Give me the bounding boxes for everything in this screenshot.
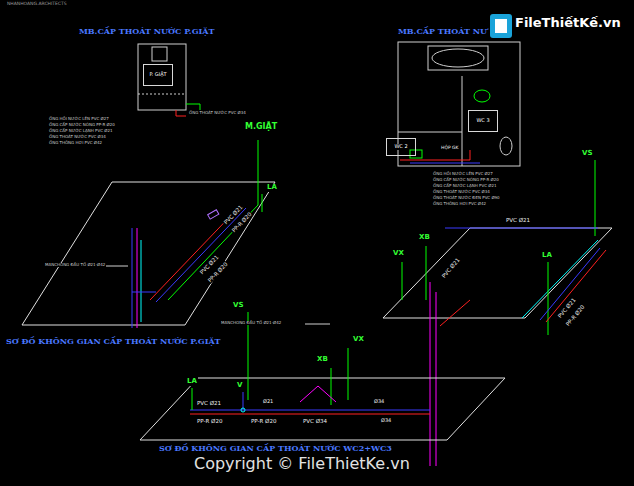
supply-pipe xyxy=(243,392,244,410)
room-label: WC 2 xyxy=(393,144,408,150)
pipe-label: PP-R Ø20 xyxy=(250,418,277,424)
logo-text: FileThiếtKế.vn xyxy=(514,16,622,30)
pipe-note: ỐNG THÔNG HƠI PVC Ø42 xyxy=(48,141,103,145)
drain-pipe xyxy=(192,388,193,410)
supply-pipe xyxy=(190,410,430,411)
supply-pipe xyxy=(440,300,470,326)
plan-title: MB.CẤP THOÁT NƯ xyxy=(397,27,488,36)
room-box: WC 2 xyxy=(386,138,416,156)
basin-symbol xyxy=(410,150,422,158)
supply-pipe xyxy=(540,248,600,320)
drain-pipe xyxy=(331,368,332,405)
pipe-label: Ø34 xyxy=(373,399,385,405)
watermark: Copyright © FileThietKe.vn xyxy=(193,455,411,473)
pipe-note: MANCHONG ĐẦU TỐ Ø21-Ø42 xyxy=(220,321,282,325)
partition-wall xyxy=(398,76,462,166)
pipe-label: PP-R Ø20 xyxy=(196,418,223,424)
basin-symbol xyxy=(474,90,490,102)
pipe-note: ỐNG THOÁT NƯỚC PVC Ø34 xyxy=(188,111,247,115)
fixture-tag: M.GIẶT xyxy=(244,123,278,132)
diagram-title: SƠ ĐỒ KHÔNG GIAN CẤP THOÁT NƯỚC P.GIẶT xyxy=(5,337,222,346)
room-box: P. GIẶT xyxy=(143,64,173,86)
fixture-tag: VX xyxy=(352,336,365,344)
drain-pipe xyxy=(548,262,549,335)
riser-pipe xyxy=(137,228,138,328)
pipe-note: ỐNG HỒI NƯỚC LÊN PVC Ø27 xyxy=(48,117,110,121)
logo-icon xyxy=(490,14,512,38)
toilet-symbol xyxy=(500,137,512,155)
laundry-isometric xyxy=(22,140,275,328)
supply-pipe xyxy=(445,228,598,229)
pipe-label: PVC Ø21 xyxy=(505,217,531,223)
pipe-note: ỐNG CẤP NƯỚC NÓNG PP-R Ø20 xyxy=(48,123,116,127)
pipe-note: ỐNG HỒI NƯỚC LÊN PVC Ø27 xyxy=(432,172,494,176)
pipe-note: ỐNG CẤP NƯỚC NÓNG PP-R Ø20 xyxy=(432,178,500,182)
drain-pipe xyxy=(402,262,403,300)
bathtub-symbol xyxy=(428,46,488,70)
bathtub-symbol xyxy=(432,49,484,67)
fixture-tag: XB xyxy=(316,356,329,364)
room-box: WC 3 xyxy=(468,110,498,132)
pipe-note: ỐNG CẤP NƯỚC LẠNH PVC Ø21 xyxy=(432,184,498,188)
pipe-note: ỐNG THÔNG HƠI PVC Ø42 xyxy=(432,202,487,206)
pipe-label: Ø21 xyxy=(262,399,274,405)
laundry-plan xyxy=(138,44,200,116)
supply-pipe xyxy=(176,110,186,116)
drain-pipe xyxy=(186,104,200,110)
drain-pipe xyxy=(348,348,349,400)
floor-plane xyxy=(140,378,505,440)
fixture-tag: LA xyxy=(186,378,198,386)
floor-plane xyxy=(383,228,612,318)
pipe-note: ỐNG CẤP NƯỚC LẠNH PVC Ø21 xyxy=(48,129,114,133)
firm-name: NHANHOANG.ARCHITECTS xyxy=(6,2,68,7)
supply-pipe xyxy=(156,208,246,302)
plan-title: MB.CẤP THOÁT NƯỚC P.GIẶT xyxy=(78,27,215,36)
leader-line xyxy=(305,324,330,325)
pipe-note: ỐNG THOÁT NƯỚC ĐEN PVC Ø90 xyxy=(432,196,501,200)
drain-pipe xyxy=(426,246,427,300)
fixture-tag: XB xyxy=(418,234,431,242)
fixture-tag: LA xyxy=(541,252,553,260)
diagram-title: SƠ ĐỒ KHÔNG GIAN CẤP THOÁT NƯỚC WC2+WC3 xyxy=(158,444,393,453)
drain-pipe xyxy=(595,160,596,236)
door-line xyxy=(138,94,186,95)
washer-symbol xyxy=(152,47,167,61)
pipe-label: Ø34 xyxy=(380,418,392,424)
room-wall xyxy=(398,42,520,166)
fixture-tag: V xyxy=(236,382,243,390)
valve-symbol xyxy=(241,408,245,412)
room-label: HỘP GK xyxy=(440,146,460,151)
supply-pipe xyxy=(400,150,470,160)
pipe-label: PVC Ø34 xyxy=(302,418,328,424)
valve-symbol xyxy=(208,210,219,219)
supply-pipe xyxy=(190,414,430,415)
pipe-label: PVC Ø21 xyxy=(196,400,222,406)
supply-pipe xyxy=(410,163,480,164)
wc-isometric-lower xyxy=(140,312,505,440)
pipe-note: MANCHONG ĐẦU TỐ Ø21-Ø42 xyxy=(44,263,106,267)
fixture-tag: VS xyxy=(581,150,593,158)
wc-isometric xyxy=(305,160,612,466)
floor-plane xyxy=(22,182,275,325)
riser-pipe xyxy=(132,228,133,328)
logo-icon xyxy=(490,14,512,38)
logo-icon xyxy=(495,19,507,33)
vent-pipe xyxy=(300,386,336,402)
fixture-tag: LA xyxy=(266,184,278,192)
pipe-note: ỐNG THOÁT NƯỚC PVC Ø34 xyxy=(432,190,491,194)
room-label: P. GIẶT xyxy=(148,72,167,78)
pipe-note: ỐNG THOÁT NƯỚC PVC Ø34 xyxy=(48,135,107,139)
supply-pipe xyxy=(132,292,156,293)
wc-plan xyxy=(398,42,520,166)
fixture-tag: VS xyxy=(232,302,244,310)
fixture-tag: VX xyxy=(392,250,405,258)
riser-pipe xyxy=(430,282,431,466)
pipe-label: PVC Ø21 xyxy=(440,256,461,280)
room-label: WC 3 xyxy=(475,118,490,124)
room-wall xyxy=(138,44,186,110)
riser-pipe xyxy=(141,240,142,322)
drain-pipe xyxy=(262,194,263,212)
